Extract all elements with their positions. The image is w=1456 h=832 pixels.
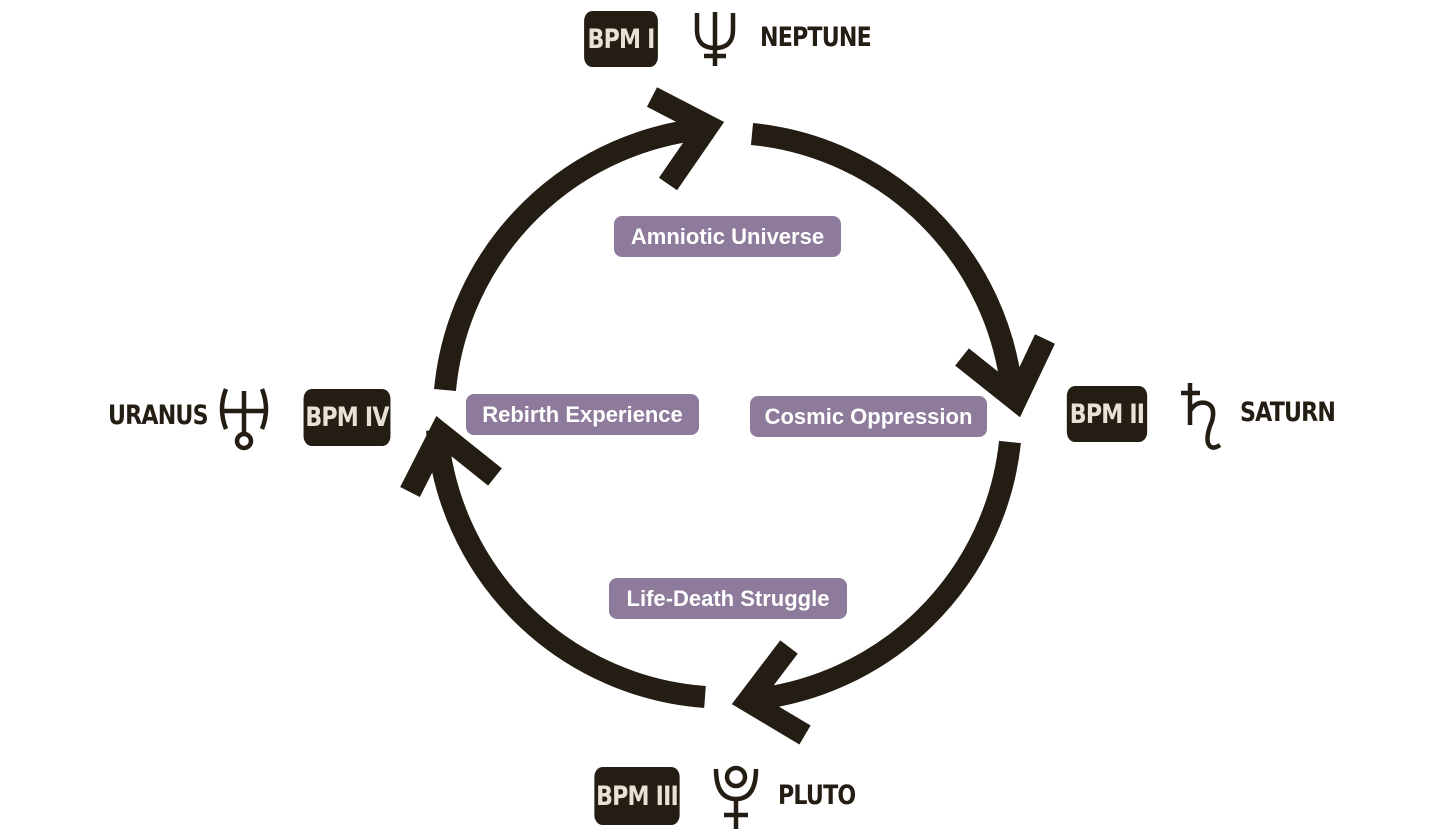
arc-uranus-to-neptune	[434, 117, 713, 392]
arc-saturn-to-pluto	[746, 440, 1021, 711]
phase-label-amniotic-universe: Amniotic Universe	[614, 216, 841, 257]
planet-name-pluto: PLUTO	[778, 780, 856, 811]
planet-name-saturn: SATURN	[1240, 397, 1336, 428]
stage-badge-bpm-iii: BPM III	[594, 767, 680, 825]
uranus-icon	[219, 388, 269, 451]
stage-badge-bpm-ii: BPM II	[1066, 386, 1148, 442]
pluto-icon	[713, 765, 759, 829]
arc-pluto-to-uranus	[426, 429, 706, 708]
phase-label-cosmic-oppression: Cosmic Oppression	[750, 396, 987, 437]
arrowhead-uranus	[400, 415, 502, 497]
saturn-icon	[1181, 383, 1222, 450]
stage-badge-bpm-i: BPM I	[584, 11, 658, 67]
arrowhead-neptune	[646, 87, 725, 191]
stage-badge-bpm-iv: BPM IV	[303, 389, 391, 446]
planet-name-uranus: URANUS	[108, 400, 209, 431]
arrowhead-saturn	[955, 334, 1055, 418]
arrowhead-pluto	[731, 640, 811, 745]
phase-label-life-death-struggle: Life-Death Struggle	[609, 578, 847, 619]
neptune-icon	[694, 12, 736, 66]
phase-label-rebirth-experience: Rebirth Experience	[466, 394, 699, 435]
planet-name-neptune: NEPTUNE	[760, 22, 872, 53]
arc-neptune-to-saturn	[750, 123, 1023, 394]
